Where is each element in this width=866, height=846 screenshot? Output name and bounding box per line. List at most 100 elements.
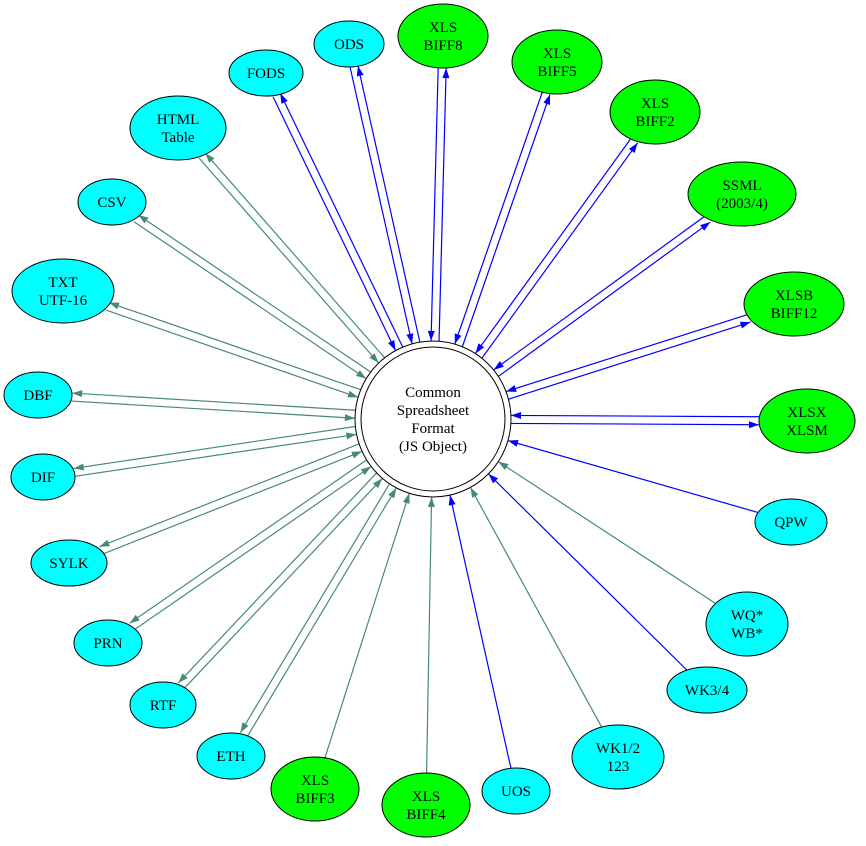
edge-center-to-xls2	[481, 142, 639, 359]
arrow-xls4-to-center	[427, 496, 435, 508]
arrow-xls8-to-center	[427, 330, 435, 341]
node-xls5	[511, 29, 603, 95]
node-txt	[11, 258, 115, 324]
edge-xls4-to-center	[425, 496, 433, 774]
node-wk3	[666, 666, 748, 714]
node-fods	[228, 49, 304, 97]
node-sylk	[30, 539, 108, 587]
node-xlsb-label: XLSB	[775, 288, 813, 304]
edge-wk3-to-center	[488, 473, 688, 671]
arrow-wk1-to-center	[470, 487, 479, 498]
arrow-center-to-xls8	[442, 68, 450, 79]
arrow-center-to-rtf	[178, 673, 188, 684]
edge-ods-to-center	[349, 67, 413, 344]
arrow-center-to-xls2	[628, 142, 638, 153]
arrow-xls3-to-center	[402, 493, 410, 504]
edge-fods-to-center	[272, 96, 397, 351]
node-qpw	[754, 498, 828, 546]
edge-center-to-html	[204, 152, 386, 359]
edge-sylk-to-center	[102, 450, 363, 555]
node-wk3-label: WK3/4	[685, 683, 730, 699]
node-xlml-label: (2003/4)	[716, 196, 768, 212]
edge-txt-to-center	[106, 309, 359, 398]
arrow-eth-to-center	[388, 487, 397, 499]
arrow-xlsx-to-center	[511, 411, 522, 419]
node-html	[129, 95, 227, 161]
node-qpw-label: QPW	[774, 515, 808, 531]
node-prn-label: PRN	[93, 636, 122, 652]
node-xls2-label: BIFF2	[635, 114, 674, 130]
center-node-label: Common	[405, 385, 461, 401]
node-xls4-label: BIFF4	[406, 807, 446, 823]
node-html-label: Table	[161, 130, 194, 146]
edge-center-to-prn	[129, 459, 367, 624]
node-xlsb-label: BIFF12	[771, 306, 818, 322]
node-xls5-label: BIFF5	[537, 64, 576, 80]
arrow-txt-to-center	[347, 390, 358, 398]
edge-prn-to-center	[133, 466, 372, 631]
node-wk1-label: 123	[607, 759, 630, 775]
edge-wq-to-center	[497, 461, 716, 604]
arrow-wq-to-center	[498, 461, 509, 471]
arrow-center-to-xlml	[700, 222, 711, 231]
node-xlsx-label: XLSX	[787, 405, 826, 421]
arrow-dif-to-center	[346, 432, 357, 440]
node-wq	[705, 591, 789, 657]
node-html-label: HTML	[157, 112, 200, 128]
node-xlml-label: SSML	[722, 178, 761, 194]
edge-csv-to-center	[133, 221, 367, 380]
edge-center-to-fods	[279, 93, 404, 348]
edge-xls8-to-center	[430, 67, 439, 341]
node-uos	[481, 767, 551, 815]
center-node-outer-circle	[354, 340, 512, 498]
edge-rtf-to-center	[183, 478, 383, 689]
node-sylk-label: SYLK	[49, 556, 88, 572]
edge-xlsx-to-center	[511, 414, 760, 418]
edge-center-to-xls5	[461, 94, 551, 347]
center-node-label: Spreadsheet	[397, 403, 470, 419]
edge-center-to-csv	[137, 214, 371, 373]
node-xls8-label: BIFF8	[423, 38, 462, 54]
node-txt-label: TXT	[48, 275, 77, 291]
arrow-xlml-to-center	[493, 361, 504, 370]
node-xls4	[381, 772, 471, 838]
arrow-wk3-to-center	[488, 473, 499, 484]
node-xlml	[687, 161, 797, 227]
node-eth	[196, 732, 266, 780]
edge-center-to-ods	[357, 65, 421, 343]
edge-xlml-to-center	[493, 215, 706, 371]
arrow-center-to-eth	[240, 722, 249, 733]
node-xls8-label: XLS	[429, 20, 457, 36]
node-xls2-label: XLS	[641, 96, 669, 112]
arrow-xls2-to-center	[475, 343, 485, 354]
center-node-label: (JS Object)	[399, 439, 467, 455]
arrow-center-to-prn	[129, 614, 140, 624]
node-wq-label: WB*	[731, 626, 763, 642]
center-node-inner-circle	[360, 346, 506, 492]
node-xlsx	[758, 388, 856, 454]
edge-html-to-center	[198, 157, 380, 364]
node-rtf-label: RTF	[150, 698, 177, 714]
arrow-qpw-to-center	[507, 439, 519, 447]
node-xls3	[270, 756, 360, 822]
edge-wk1-to-center	[469, 487, 603, 728]
edge-center-to-txt	[108, 302, 361, 391]
edge-center-to-rtf	[177, 472, 377, 684]
node-xls3-label: BIFF3	[295, 791, 334, 807]
node-txt-label: UTF-16	[39, 293, 88, 309]
node-csv	[77, 178, 147, 226]
node-xlsb	[743, 271, 845, 337]
edge-uos-to-center	[449, 494, 512, 769]
edge-xlsb-to-center	[505, 313, 749, 393]
node-ods-label: ODS	[334, 37, 364, 53]
arrow-center-to-xls5	[543, 94, 551, 105]
edge-center-to-dbf	[72, 392, 356, 411]
arrow-center-to-ods	[356, 65, 364, 77]
node-csv-label: CSV	[97, 195, 126, 211]
node-wk1	[571, 724, 665, 790]
node-dif	[10, 453, 76, 501]
node-dbf	[3, 371, 73, 419]
arrow-csv-to-center	[355, 370, 367, 379]
